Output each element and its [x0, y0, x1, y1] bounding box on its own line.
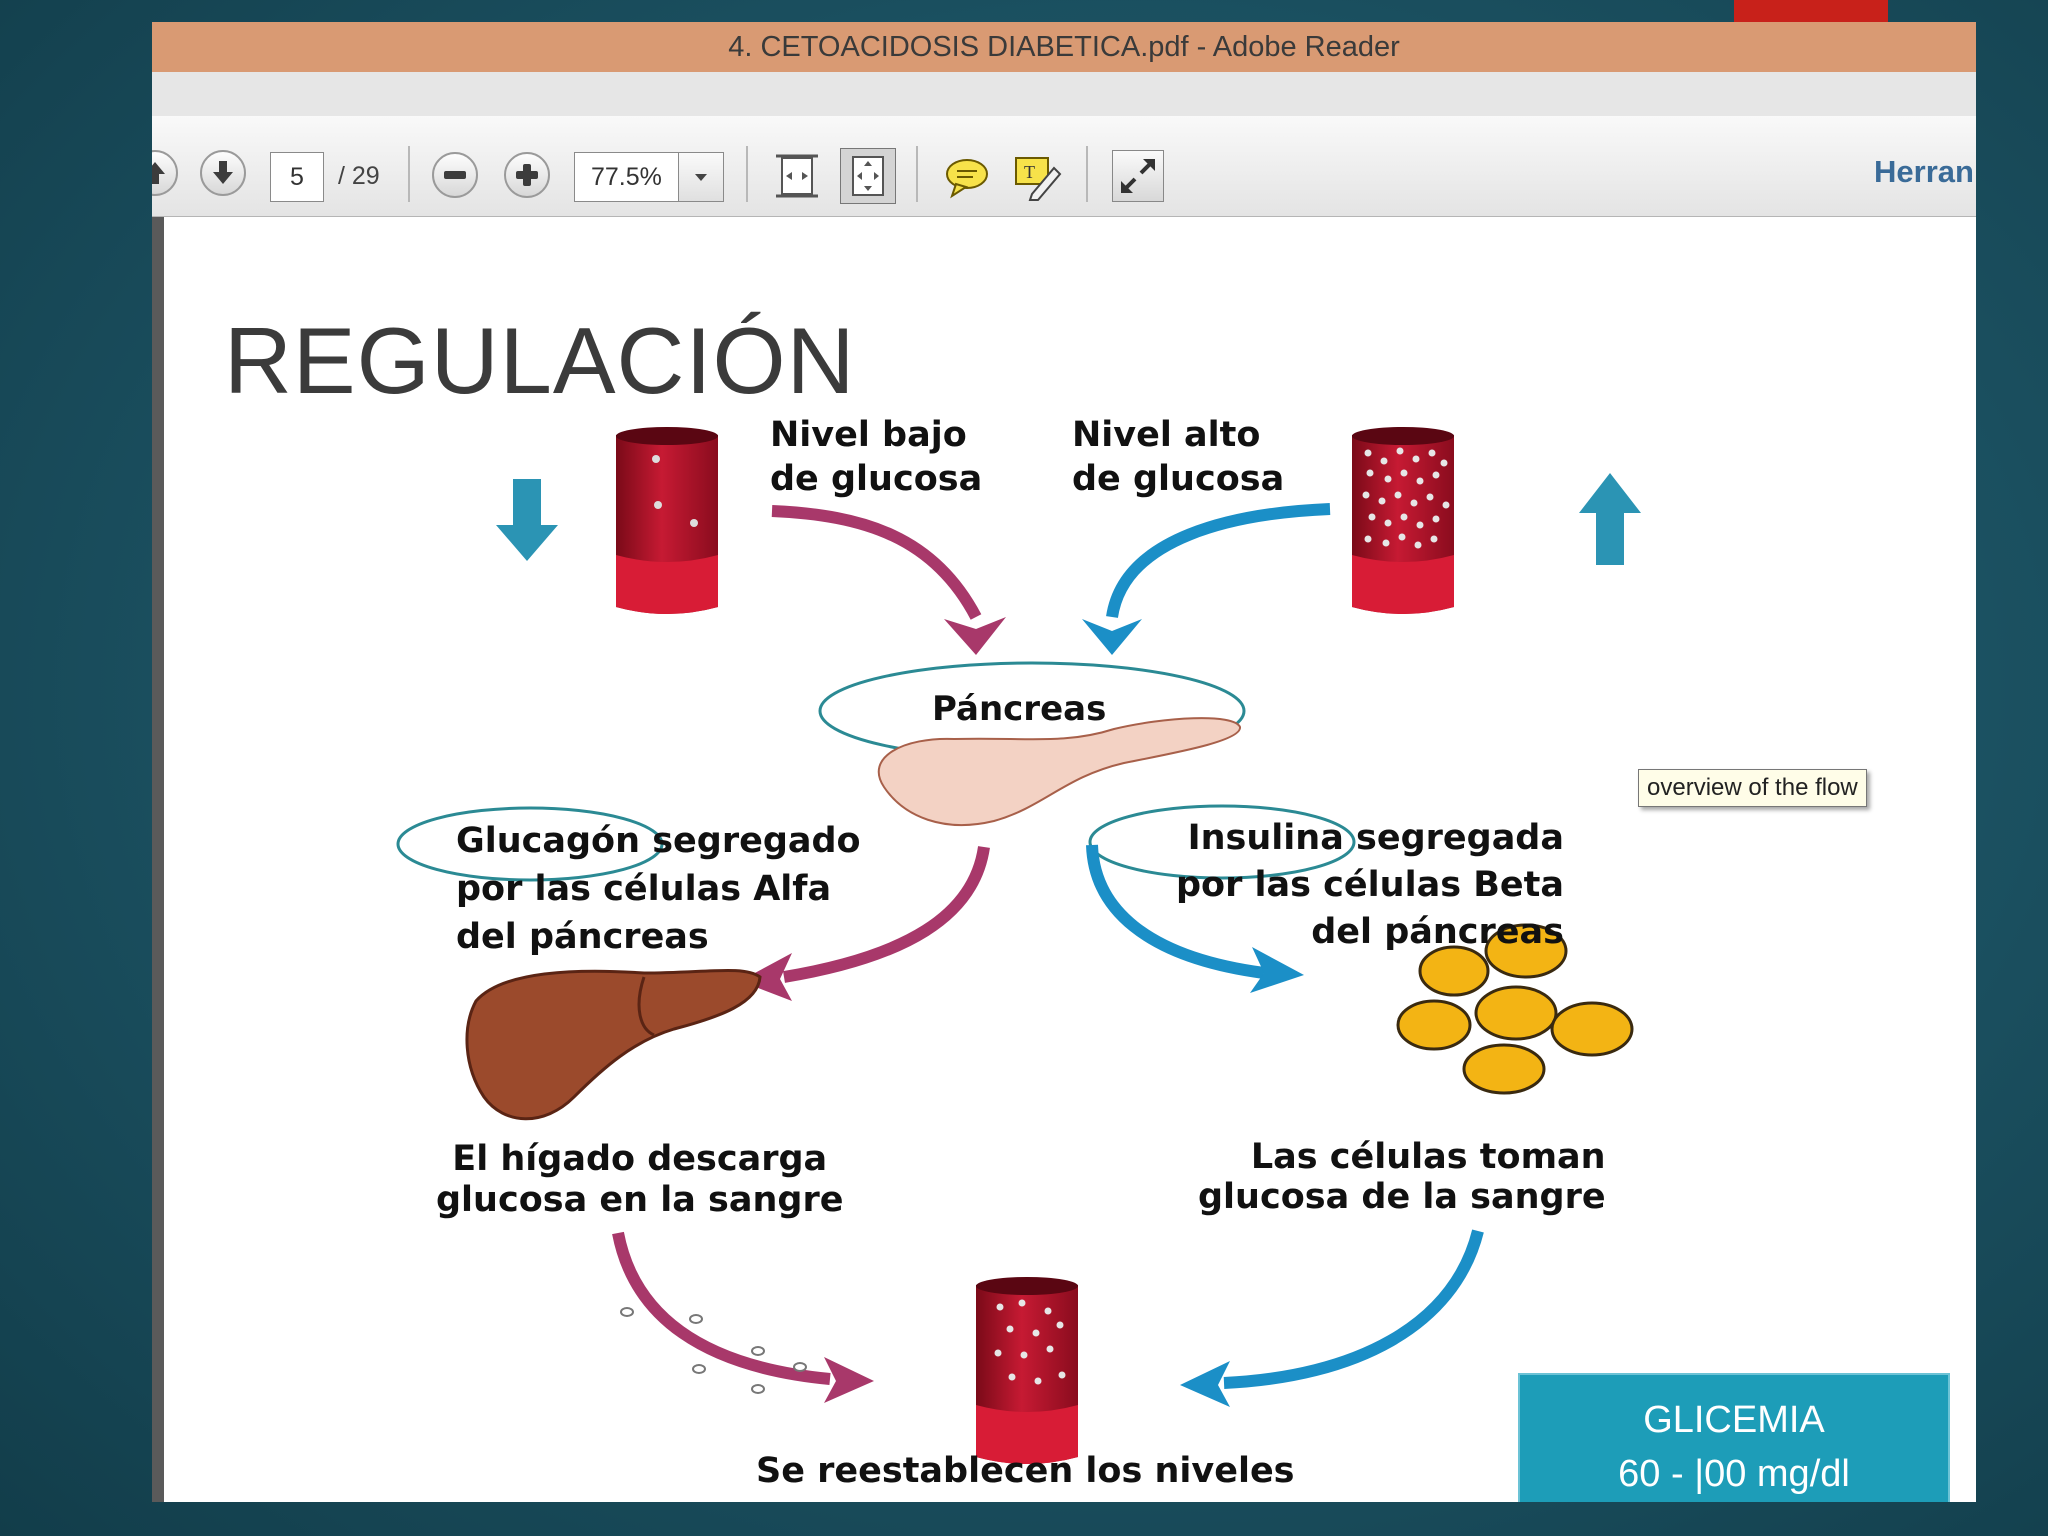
fullscreen-icon: [1121, 159, 1155, 193]
up-arrow-icon: [1579, 473, 1641, 565]
glicemia-title: GLICEMIA: [1643, 1399, 1825, 1441]
zoom-select[interactable]: 77.5%: [574, 152, 724, 202]
high-glucose-blood-tube: [1352, 427, 1454, 614]
comment-icon: [946, 159, 988, 199]
fit-page-button[interactable]: [840, 148, 896, 204]
svg-text:T: T: [1024, 162, 1035, 182]
pdf-page: REGULACIÓN: [164, 217, 1976, 1502]
next-page-button[interactable]: [200, 150, 246, 196]
page-total: / 29: [338, 162, 380, 190]
down-arrow-icon: [496, 479, 558, 561]
low-glucose-label: Nivel bajo de glucosa: [770, 415, 983, 499]
menu-bar: [152, 72, 1976, 117]
glucagon-circle: [396, 806, 664, 882]
tooltip: overview of the flow: [1638, 769, 1867, 807]
pancreas-organ: [877, 717, 1241, 826]
low-glucose-blood-tube: [616, 427, 718, 614]
toolbar: 5 / 29 77.5%: [152, 116, 1976, 217]
document-area: REGULACIÓN: [152, 217, 1976, 1502]
chevron-down-icon: [695, 174, 707, 181]
down-arrow-icon: [213, 161, 233, 184]
zoom-in-icon: [516, 164, 538, 186]
fit-width-button[interactable]: [772, 150, 822, 200]
glucagon-label: Glucagón segregado por las células Alfa …: [456, 821, 861, 957]
liver-label: El hígado descarga glucosa en la sangre: [436, 1139, 844, 1220]
comment-button[interactable]: [942, 152, 992, 202]
zoom-in-button[interactable]: [504, 152, 550, 198]
slide-title: REGULACIÓN: [224, 308, 856, 413]
window-title: 4. CETOACIDOSIS DIABETICA.pdf - Adobe Re…: [728, 30, 1400, 63]
liver-image: [465, 968, 762, 1121]
zoom-out-button[interactable]: [432, 152, 478, 198]
high-glucose-label: Nivel alto de glucosa: [1072, 415, 1285, 499]
highlight-icon: T: [1015, 157, 1062, 201]
glucagon-arrow-head: [944, 617, 1006, 655]
zoom-out-icon: [444, 171, 466, 179]
glicemia-range: 60 - |00 mg/dl: [1618, 1453, 1850, 1495]
up-arrow-icon: [152, 162, 165, 184]
insulin-arrow-head: [1082, 619, 1142, 655]
toolbar-separator: [1086, 146, 1088, 202]
toolbar-separator: [408, 146, 410, 202]
insulin-label: Insulina segregada por las células Beta …: [1176, 818, 1564, 952]
insulin-circle: [1088, 804, 1356, 880]
highlight-button[interactable]: T: [1010, 150, 1062, 202]
toolbar-separator: [746, 146, 748, 202]
previous-page-button[interactable]: [152, 150, 178, 196]
cells-label: Las células toman glucosa de la sangre: [1198, 1137, 1606, 1217]
fat-cells-image: [1396, 923, 1634, 1095]
tools-link[interactable]: Herran: [1874, 154, 1974, 189]
flow-diagram: [396, 427, 1641, 1464]
restored-blood-tube: [976, 1277, 1078, 1464]
fullscreen-button[interactable]: [1112, 150, 1164, 202]
adobe-reader-window: 4. CETOACIDOSIS DIABETICA.pdf - Adobe Re…: [152, 22, 1976, 1502]
title-bar: 4. CETOACIDOSIS DIABETICA.pdf - Adobe Re…: [152, 22, 1976, 72]
zoom-dropdown-button[interactable]: [678, 153, 723, 201]
toolbar-separator: [916, 146, 918, 202]
zoom-value: 77.5%: [591, 163, 662, 191]
window-close-region[interactable]: [1734, 0, 1888, 22]
fit-width-icon: [776, 154, 818, 198]
page-number-input[interactable]: 5: [270, 152, 324, 202]
restore-label: Se reestablecen los niveles: [756, 1451, 1295, 1491]
glicemia-box: GLICEMIA 60 - |00 mg/dl: [1518, 1373, 1950, 1502]
pancreas-label: Páncreas: [932, 689, 1107, 729]
fit-page-icon: [852, 156, 884, 196]
